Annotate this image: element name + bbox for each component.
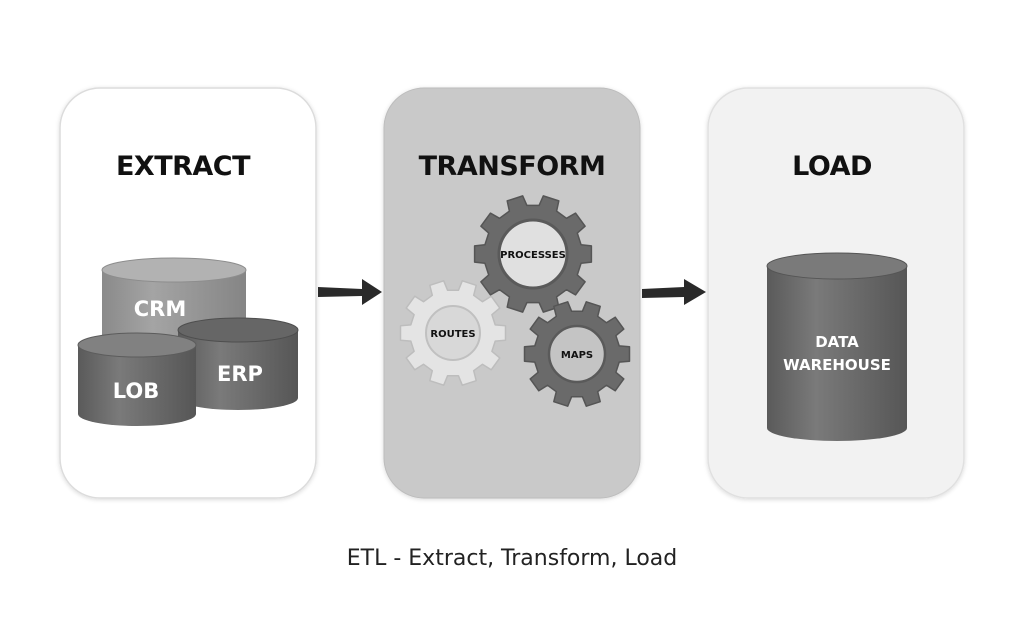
database-label-erp: ERP	[217, 362, 263, 386]
load-panel: LOAD DATA WAREHOUSE	[707, 87, 965, 499]
database-icon: DATA WAREHOUSE	[766, 252, 908, 441]
gear-label-routes: ROUTES	[430, 329, 475, 340]
database-label-lob: LOB	[113, 379, 160, 403]
arrow-right-icon	[318, 279, 382, 305]
database-label-data: DATA	[815, 333, 859, 351]
gear-label-maps: MAPS	[561, 350, 593, 361]
diagram-caption: ETL - Extract, Transform, Load	[346, 546, 678, 571]
transform-panel: TRANSFORM PROCESSES ROUTES MAPS	[383, 87, 641, 499]
extract-panel: EXTRACT CRM ERP LOB	[59, 87, 317, 499]
database-icon: LOB	[77, 332, 197, 426]
gear-label-processes: PROCESSES	[500, 250, 566, 261]
transform-title: TRANSFORM	[419, 151, 606, 182]
database-icon: ERP	[177, 317, 299, 410]
gear-icon: MAPS	[523, 301, 631, 407]
database-label-crm: CRM	[134, 297, 186, 321]
gear-icon: ROUTES	[399, 280, 507, 386]
gear-icon: PROCESSES	[473, 195, 593, 313]
extract-title: EXTRACT	[116, 151, 251, 182]
arrow-right-icon	[642, 279, 706, 305]
database-label-warehouse: WAREHOUSE	[783, 356, 891, 374]
load-title: LOAD	[792, 151, 872, 182]
